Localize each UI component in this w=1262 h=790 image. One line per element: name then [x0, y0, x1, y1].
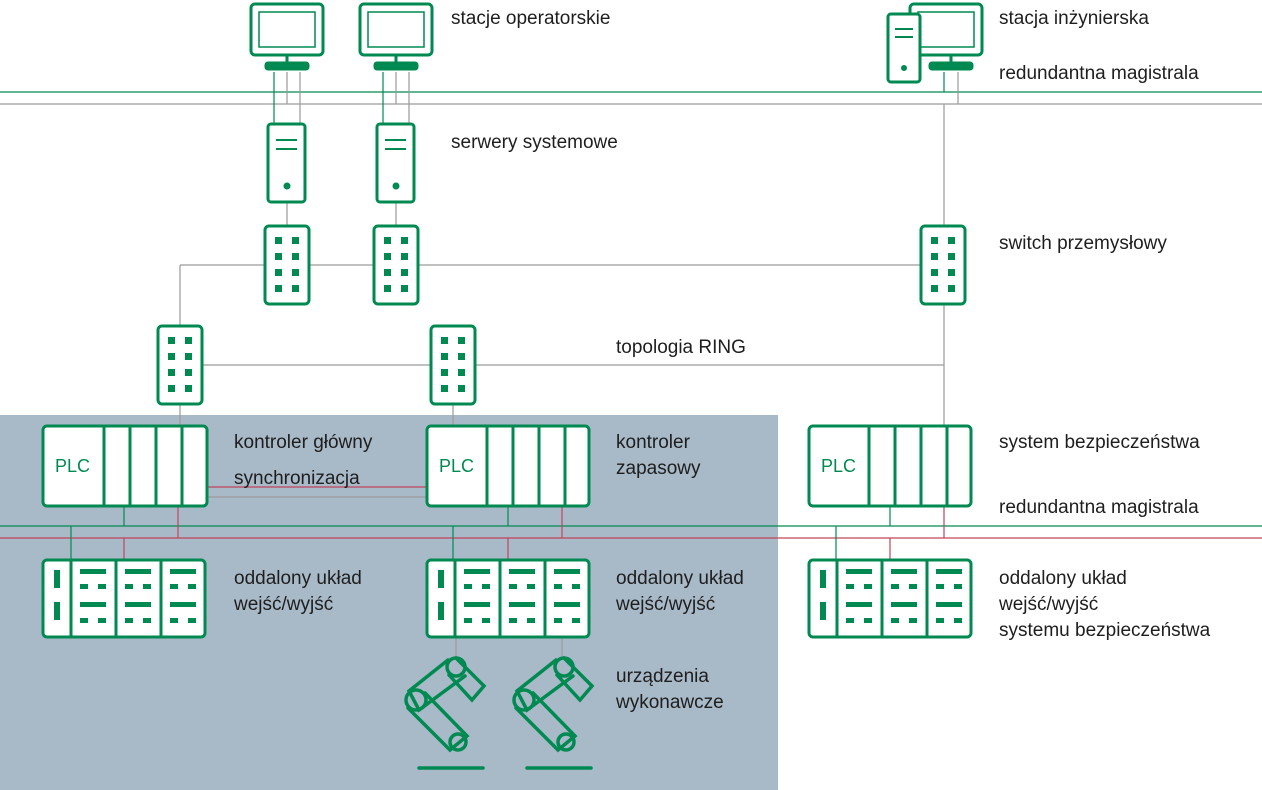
label-operator-stations: stacje operatorskie [451, 8, 610, 29]
diagram-labels: stacje operatorskie stacja inżynierska r… [233, 8, 1211, 713]
plc-label-safety: PLC [821, 456, 856, 476]
plc-label-backup: PLC [439, 456, 474, 476]
network-lines [0, 72, 1262, 660]
label-main-controller: kontroler główny [234, 432, 373, 453]
remote-io-safety-icon [807, 558, 973, 639]
label-backup-controller-line1: kontroler [616, 432, 691, 453]
operator-station-2-icon [358, 2, 434, 71]
switch-ring-2-icon [429, 324, 477, 406]
label-system-servers: serwery systemowe [451, 132, 618, 153]
label-redundant-bus-bottom: redundantna magistrala [999, 497, 1199, 518]
switch-ring-1-icon [156, 324, 204, 406]
backup-controller-plc [425, 424, 591, 508]
engineering-station-icon [886, 2, 984, 84]
label-remote-io-1-line1: oddalony układ [234, 568, 362, 589]
label-remote-io-2-line2: wejść/wyjść [615, 594, 715, 615]
label-remote-io-2-line1: oddalony układ [616, 568, 744, 589]
switch-server-2-icon [372, 224, 420, 306]
label-remote-io-safety-line1: oddalony układ [999, 568, 1127, 589]
switch-engineering-icon [919, 224, 967, 306]
label-ring-topology: topologia RING [616, 337, 746, 358]
label-remote-io-safety-line2: wejść/wyjść [998, 594, 1098, 615]
label-remote-io-safety-line3: systemu bezpieczeństwa [999, 620, 1211, 641]
system-server-2-icon [375, 122, 416, 204]
main-controller-plc [41, 424, 209, 508]
safety-system-plc [807, 424, 973, 508]
label-backup-controller-line2: zapasowy [616, 458, 701, 479]
actuator-robot-2-icon [512, 656, 595, 770]
industrial-switches [156, 224, 967, 406]
label-synchronization: synchronizacja [234, 468, 360, 489]
plc-label-main: PLC [55, 456, 90, 476]
remote-io-modules [41, 558, 973, 639]
label-actuators-line1: urządzenia [616, 666, 709, 687]
switch-server-1-icon [263, 224, 311, 306]
label-engineering-station: stacja inżynierska [999, 8, 1149, 29]
label-actuators-line2: wykonawcze [615, 692, 724, 713]
label-remote-io-1-line2: wejść/wyjść [233, 594, 333, 615]
system-server-1-icon [266, 122, 307, 204]
remote-io-1-icon [41, 558, 207, 639]
actuator-robot-1-icon [404, 656, 487, 770]
label-industrial-switch: switch przemysłowy [999, 233, 1167, 254]
remote-io-2-icon [425, 558, 591, 639]
label-safety-system: system bezpieczeństwa [999, 432, 1200, 453]
operator-station-1-icon [249, 2, 325, 71]
label-redundant-bus-top: redundantna magistrala [999, 63, 1199, 84]
